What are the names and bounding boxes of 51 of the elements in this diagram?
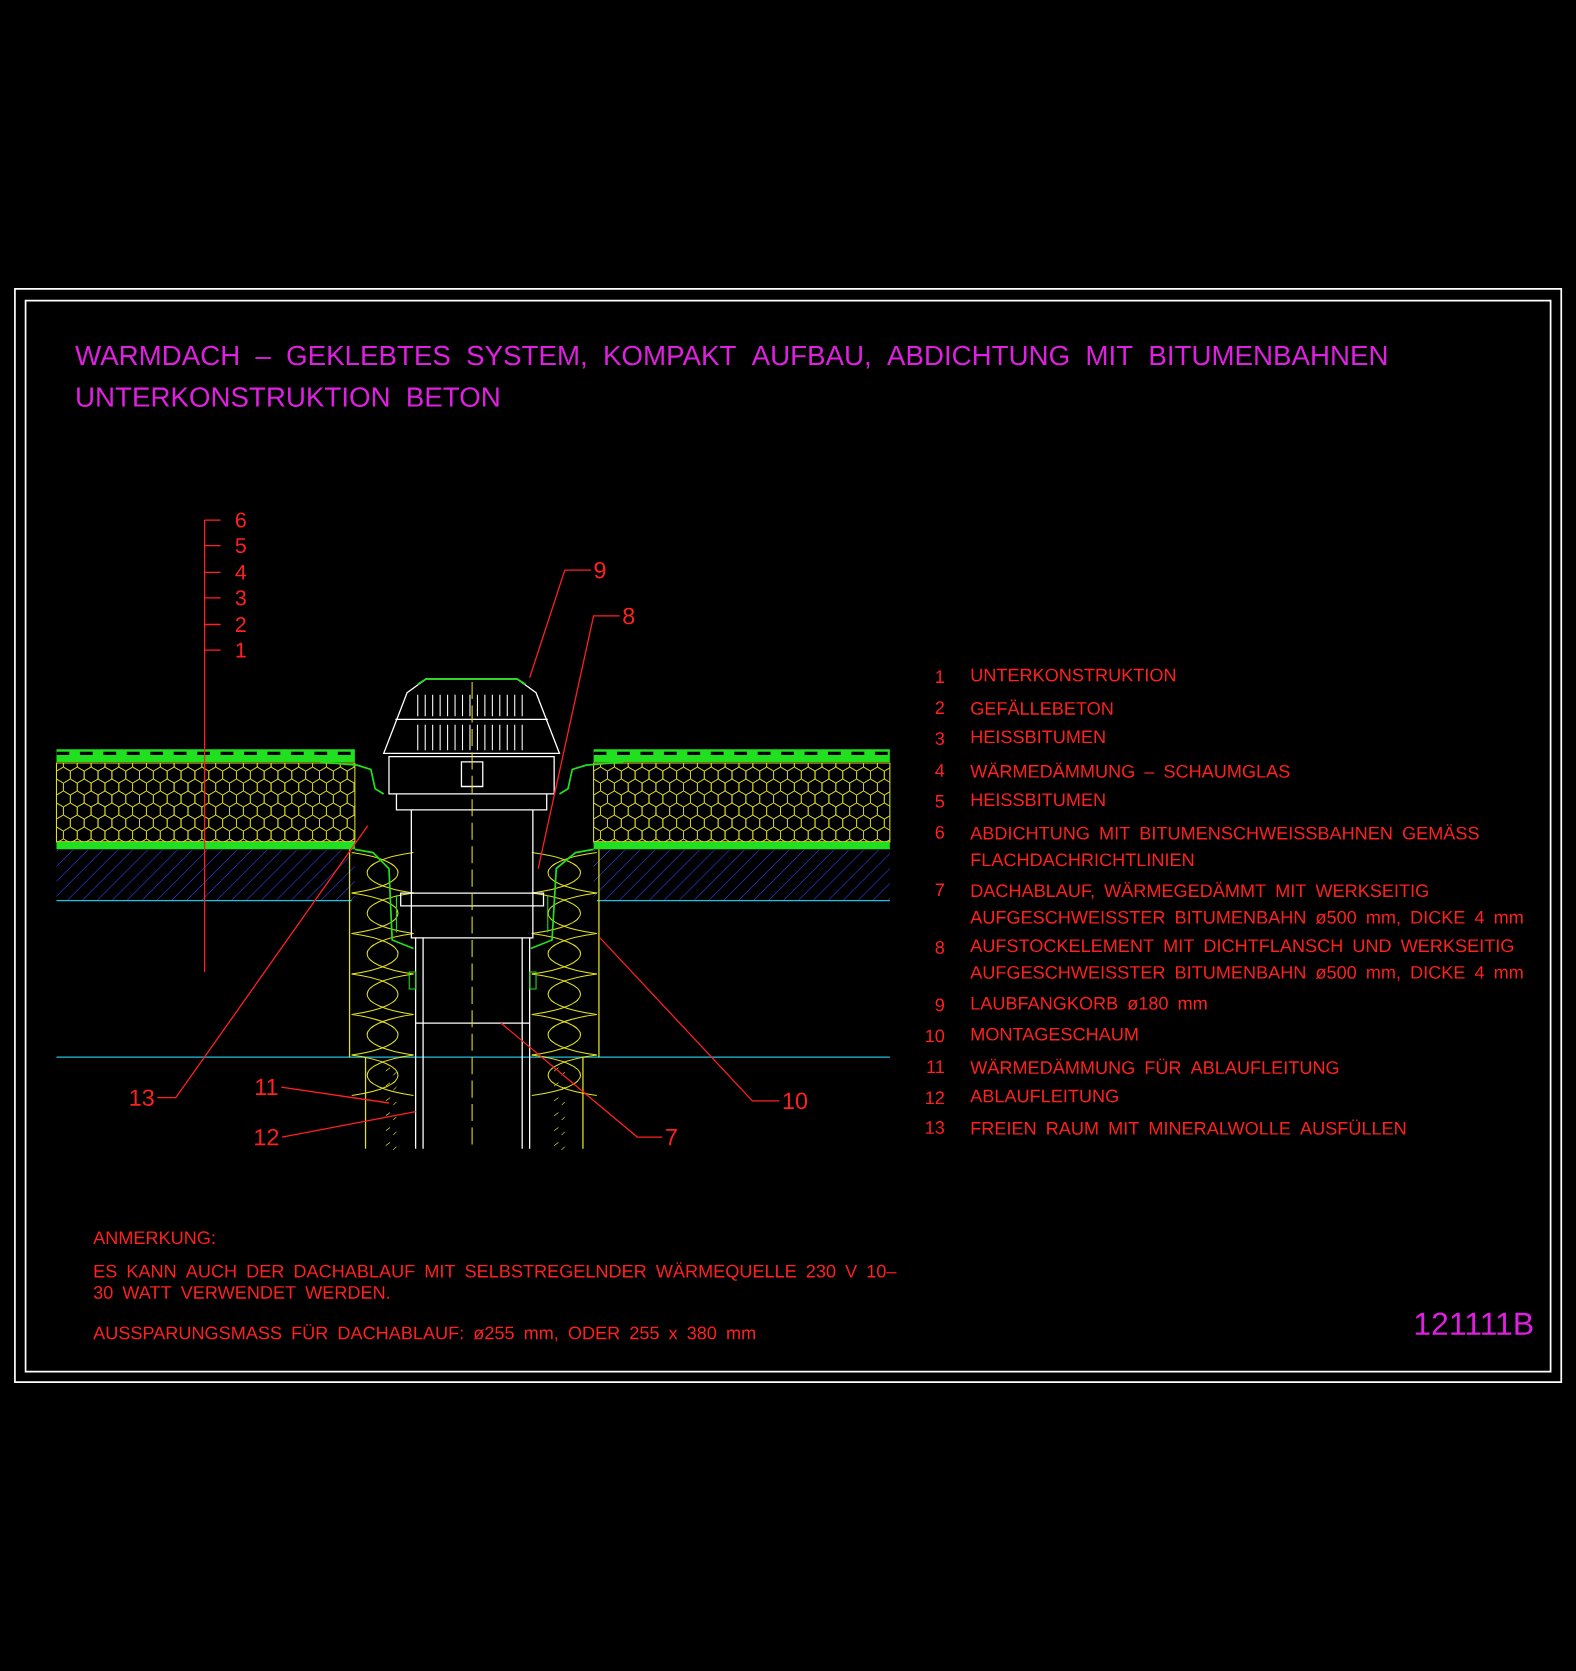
legend-text: HEISSBITUMEN [971, 730, 1105, 744]
legend-text: WÄRMEDÄMMUNG FÜR ABLAUFLEITUNG [970, 1058, 1339, 1074]
legend-text: HEISSBITUMEN [971, 793, 1105, 807]
legend-text: FREIEN RAUM MIT MINERALWOLLE AUSFÜLLEN [971, 1119, 1406, 1135]
item-number: 11 [927, 1060, 944, 1073]
leader-line [281, 1110, 417, 1138]
legend-text: LAUBFANGKORB ø180 mm [971, 996, 1207, 1010]
item-number: 10 [926, 1029, 945, 1043]
legend-text: AUFSTOCKELEMENT MIT DICHTFLANSCH UND WERKSEITIG AUFGESCHWEISSTER BITUMENBAHN ø500 mm, DICKE 4 mm [970, 939, 1523, 981]
note-text: AUSSPARUNGSMASS FÜR DACHABLAUF: ø255 mm, ODER 255 x 380 mm [93, 1324, 755, 1342]
scale-number: 1 [236, 642, 246, 658]
scale-number: 6 [235, 512, 246, 528]
callout-number: 9 [594, 561, 606, 579]
item-number: 1 [936, 670, 944, 683]
legend-text: DACHABLAUF, WÄRMEGEDÄMMT MIT WERKSEITIG AUFGESCHWEISSTER BITUMENBAHN ø500 mm, DICKE 4 mm [970, 881, 1523, 926]
item-number: 12 [926, 1091, 944, 1104]
legend-text: UNTERKONSTRUKTION [971, 668, 1175, 682]
item-number: 9 [935, 998, 944, 1012]
drawing-number: 121111B [1415, 1312, 1533, 1335]
legend-text: ABLAUFLEITUNG [970, 1089, 1118, 1103]
callout-number: 13 [130, 1089, 154, 1106]
item-number: 7 [935, 883, 944, 897]
callout-number: 11 [255, 1078, 278, 1096]
item-number: 13 [926, 1121, 944, 1134]
callout-number: 10 [783, 1092, 808, 1110]
item-number: 6 [935, 825, 944, 839]
scale-number: 5 [235, 538, 246, 554]
item-number: 2 [935, 701, 944, 714]
leader-line [537, 615, 621, 870]
callout-number: 7 [666, 1129, 677, 1146]
callout-number: 8 [623, 607, 635, 625]
legend-text: MONTAGESCHAUM [971, 1027, 1138, 1041]
leader-line [280, 1086, 390, 1104]
legend-text: WÄRMEDÄMMUNG – SCHAUMGLAS [970, 762, 1290, 778]
item-number: 5 [935, 795, 944, 808]
item-number: 8 [935, 941, 944, 954]
leader-line [528, 569, 592, 679]
callout-number: 12 [255, 1128, 279, 1146]
leader-line [599, 937, 780, 1102]
note-text: ANMERKUNG: [93, 1231, 215, 1245]
leader-line [500, 1022, 663, 1138]
scale-number: 4 [235, 564, 247, 580]
leader-line [156, 825, 369, 1099]
title: WARMDACH – GEKLEBTES SYSTEM, KOMPAKT AUFBAU, ABDICHTUNG MIT BITUMENBAHNEN UNTERKONSTRUKTION BETON [75, 345, 1387, 407]
legend-text: GEFÄLLEBETON [971, 699, 1113, 715]
item-number: 4 [935, 764, 945, 777]
note-text: ES KANN AUCH DER DACHABLAUF MIT SELBSTREGELNDER WÄRMEQUELLE 230 V 10–30 WATT VERWENDET WERDEN. [93, 1262, 897, 1299]
scale-number: 3 [235, 590, 246, 606]
item-number: 3 [935, 732, 944, 745]
legend-text: ABDICHTUNG MIT BITUMENSCHWEISSBAHNEN GEMÄSS FLACHDACHRICHTLINIEN [970, 824, 1479, 867]
scale-number: 2 [235, 617, 246, 632]
